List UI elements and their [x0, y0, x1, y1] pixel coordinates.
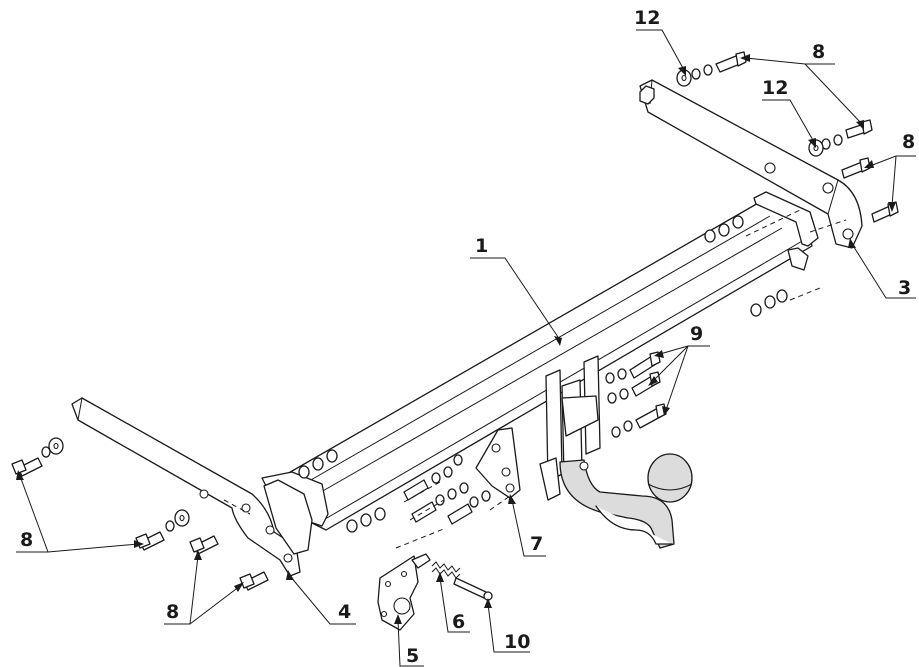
bolt-right-c [871, 201, 899, 223]
nuts-right-lower [750, 289, 788, 317]
label-washer-top: 12 [634, 7, 660, 29]
label-bolts-center: 9 [690, 323, 703, 345]
main-crossbar [261, 191, 819, 531]
label-bolts-left: 8 [20, 529, 33, 551]
label-pin-bracket: 7 [530, 533, 543, 555]
locking-pin [453, 577, 493, 601]
spring [431, 561, 461, 579]
label-bolts-right: 8 [902, 131, 915, 153]
label-spring: 6 [452, 611, 465, 633]
label-bolts-lower: 8 [166, 601, 179, 623]
nuts-right-upper [704, 215, 744, 243]
bolt-left-lower-b [239, 571, 269, 591]
bolt-left-middle [135, 509, 190, 551]
callouts: 1 12 8 12 8 3 9 [16, 7, 916, 667]
right-mounting-bracket [639, 79, 863, 249]
ball-neck-assembly [539, 355, 693, 549]
left-mounting-bracket [71, 397, 313, 577]
bolt-left-lower-a [189, 535, 219, 555]
pin-bracket [475, 427, 521, 499]
bolts-center-left [298, 449, 491, 533]
label-right-bracket: 3 [898, 277, 911, 299]
label-socket-plate: 5 [406, 645, 419, 667]
alignment-lines [223, 209, 847, 549]
fasteners [11, 51, 899, 591]
bolt-right-b [841, 157, 871, 179]
label-left-bracket: 4 [338, 601, 351, 623]
bolt-top [676, 51, 747, 87]
socket-plate [377, 553, 431, 631]
label-bolts-top: 8 [812, 41, 825, 63]
label-tow-bar: 1 [475, 235, 488, 257]
bolt-left-upper [11, 437, 64, 477]
bolts-center [605, 351, 667, 438]
label-washer-right: 12 [762, 77, 788, 99]
label-pin: 10 [504, 631, 530, 653]
